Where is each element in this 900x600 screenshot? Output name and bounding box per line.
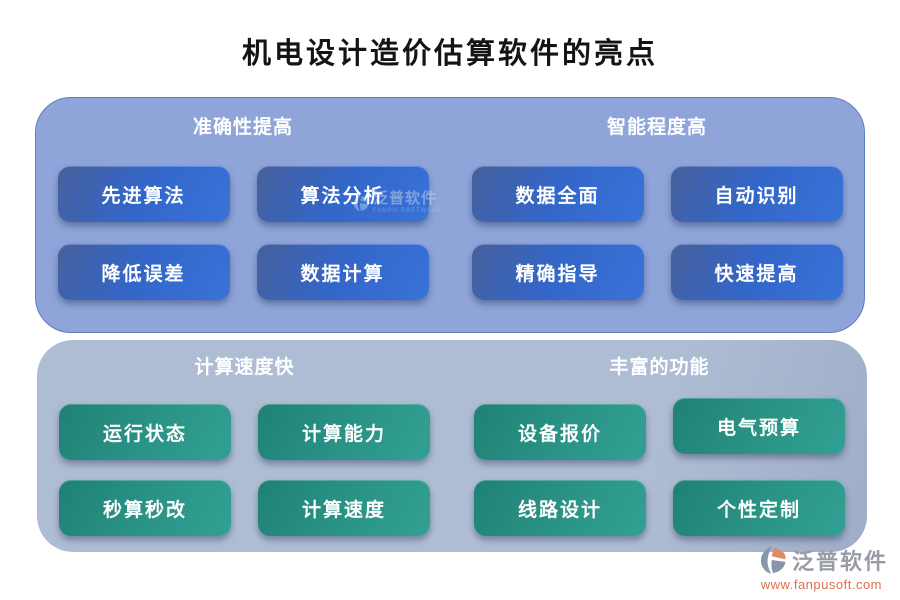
feature-button-computing-power[interactable]: 计算能力 [258,404,430,460]
section-header-speed: 计算速度快 [194,357,295,378]
button-grid: 数据全面 自动识别 精确指导 快速提高 [471,166,843,300]
feature-button-comprehensive-data[interactable]: 数据全面 [471,166,644,222]
button-grid: 设备报价 电气预算 线路设计 个性定制 [474,398,845,536]
feature-button-personal-customization[interactable]: 个性定制 [673,480,845,536]
panel-top-blue: 准确性提高 先进算法 算法分析 降低误差 数据计算 智能程度高 数据全面 自动识… [35,97,865,333]
fanpu-logo-icon [760,546,786,574]
feature-button-auto-recognition[interactable]: 自动识别 [670,166,843,222]
feature-button-instant-recalc[interactable]: 秒算秒改 [59,480,231,536]
section-header-intelligence: 智能程度高 [606,117,707,138]
feature-button-equipment-quotation[interactable]: 设备报价 [474,404,646,460]
brand-url: www.fanpusoft.com [760,577,882,592]
section-speed: 计算速度快 运行状态 计算能力 秒算秒改 计算速度 [37,340,452,552]
section-intelligence: 智能程度高 数据全面 自动识别 精确指导 快速提高 [450,98,864,332]
feature-button-algorithm-analysis[interactable]: 算法分析 [256,166,429,222]
feature-button-calc-speed[interactable]: 计算速度 [258,480,430,536]
section-header-rich-functions: 丰富的功能 [609,357,710,378]
feature-button-running-status[interactable]: 运行状态 [59,404,231,460]
feature-button-advanced-algorithm[interactable]: 先进算法 [57,166,230,222]
panel-bottom-teal: 计算速度快 运行状态 计算能力 秒算秒改 计算速度 丰富的功能 设备报价 电气预… [37,340,867,552]
section-header-accuracy: 准确性提高 [192,117,293,138]
feature-button-rapid-improvement[interactable]: 快速提高 [670,244,843,300]
feature-button-data-calculation[interactable]: 数据计算 [256,244,429,300]
section-rich-functions: 丰富的功能 设备报价 电气预算 线路设计 个性定制 [452,340,867,552]
feature-button-circuit-design[interactable]: 线路设计 [474,480,646,536]
brand-name: 泛普软件 [791,549,888,574]
section-accuracy: 准确性提高 先进算法 算法分析 降低误差 数据计算 [36,98,450,332]
feature-button-electrical-budget[interactable]: 电气预算 [673,398,845,454]
button-grid: 运行状态 计算能力 秒算秒改 计算速度 [59,404,430,536]
page-title: 机电设计造价估算软件的亮点 [241,38,658,70]
brand-row: 泛普软件 [758,544,888,576]
button-grid: 先进算法 算法分析 降低误差 数据计算 [57,166,429,300]
feature-button-reduce-error[interactable]: 降低误差 [57,244,230,300]
feature-button-precise-guidance[interactable]: 精确指导 [471,244,644,300]
footer-brand: 泛普软件 www.fanpusoft.com [758,544,888,592]
